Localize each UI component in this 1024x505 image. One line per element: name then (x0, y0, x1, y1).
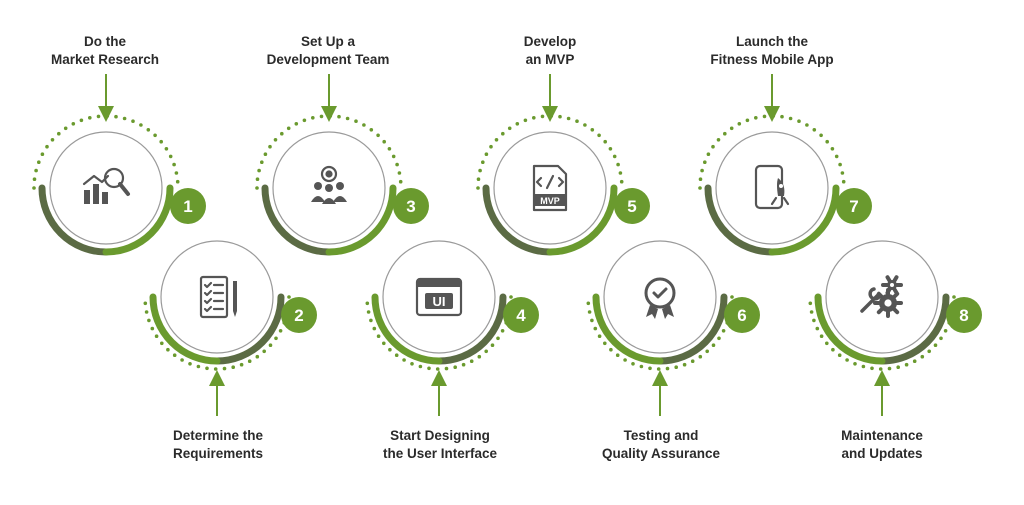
step-2-label: Determine the Requirements (128, 427, 308, 463)
step-6-number: 6 (737, 306, 746, 325)
step-2-number-badge: 2 (281, 297, 317, 333)
step-6-label-line1: Testing and (623, 428, 699, 443)
gears-icon (860, 275, 903, 318)
step-3-number: 3 (406, 197, 415, 216)
step-7-circle (715, 131, 829, 245)
step-1-label-line2: Market Research (50, 52, 160, 67)
step-7-arc (704, 184, 840, 256)
ui-icon-text: UI (433, 294, 446, 309)
step-5-number: 5 (627, 197, 636, 216)
step-8-arc (814, 293, 950, 365)
step-8-label-line1: Maintenance (841, 428, 923, 443)
team-icon (311, 165, 347, 204)
step-6-number-badge: 6 (724, 297, 760, 333)
step-8-label-line2: and Updates (841, 446, 923, 461)
step-7-number-badge: 7 (836, 188, 872, 224)
step-5-number-badge: 5 (614, 188, 650, 224)
step-2-circle (160, 240, 274, 354)
step-4-label-line2: the User Interface (382, 446, 498, 461)
step-1-number: 1 (183, 197, 192, 216)
step-5-arc (482, 184, 618, 256)
step-8-number-badge: 8 (946, 297, 982, 333)
market-research-icon (82, 167, 130, 204)
ui-window-icon: UI (415, 277, 463, 317)
step-7-label-line2: Fitness Mobile App (710, 52, 834, 67)
step-3-arc (261, 184, 397, 256)
step-3-number-badge: 3 (393, 188, 429, 224)
step-1-number-badge: 1 (170, 188, 206, 224)
step-6-label-line2: Quality Assurance (601, 446, 721, 461)
step-5-label-line1: Develop (523, 34, 577, 49)
step-4-label-line1: Start Designing (390, 428, 490, 443)
step-6-arc (592, 293, 728, 365)
step-3-dotted-ring (255, 114, 403, 190)
step-2-number: 2 (294, 306, 303, 325)
step-3-label-line1: Set Up a (300, 34, 355, 49)
step-4-number-badge: 4 (503, 297, 539, 333)
checklist-icon (199, 275, 237, 319)
quality-badge-icon (644, 277, 676, 319)
step-1-circle (49, 131, 163, 245)
mvp-file-icon: MVP (532, 164, 568, 212)
step-2-arc (149, 293, 285, 365)
step-4-number: 4 (516, 306, 526, 325)
step-8-number: 8 (959, 306, 968, 325)
mvp-icon-text: MVP (540, 196, 560, 206)
step-5-circle (493, 131, 607, 245)
phone-rocket-icon (754, 164, 790, 210)
step-8-label: Maintenance and Updates (792, 427, 972, 463)
step-1-arc (38, 184, 174, 256)
step-7-label: Launch the Fitness Mobile App (682, 33, 862, 69)
step-1-label-line1: Do the (84, 34, 126, 49)
step-7-number: 7 (849, 197, 858, 216)
step-3-label: Set Up a Development Team (238, 33, 418, 69)
step-2-label-line2: Requirements (172, 446, 264, 461)
step-6-label: Testing and Quality Assurance (571, 427, 751, 463)
step-4-arc (371, 293, 507, 365)
step-2-label-line1: Determine the (172, 428, 264, 443)
step-7-label-line1: Launch the (735, 34, 808, 49)
step-4-label: Start Designing the User Interface (350, 427, 530, 463)
step-7-dotted-ring (698, 114, 846, 190)
step-5-label-line2: an MVP (525, 52, 575, 67)
step-1-label: Do the Market Research (15, 33, 195, 69)
step-3-label-line2: Development Team (266, 52, 390, 67)
step-5-label: Develop an MVP (460, 33, 640, 69)
